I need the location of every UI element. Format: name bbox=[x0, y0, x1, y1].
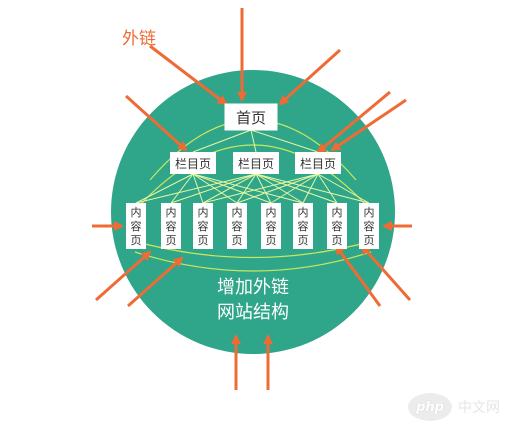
content-node-char: 内 bbox=[332, 205, 343, 219]
column-to-content-link bbox=[236, 173, 257, 204]
column-to-content-link bbox=[236, 173, 319, 204]
home-node-label: 首页 bbox=[236, 109, 266, 127]
column-to-content-link bbox=[302, 173, 319, 204]
content-node-char: 容 bbox=[364, 219, 375, 233]
column-node: 栏目页 bbox=[295, 152, 341, 174]
column-to-content-link bbox=[255, 173, 272, 204]
php-logo: php bbox=[408, 393, 452, 421]
content-node-char: 页 bbox=[266, 234, 277, 247]
content-node-char: 页 bbox=[364, 234, 375, 247]
external-link-arrow bbox=[95, 250, 152, 302]
column-to-content-link bbox=[135, 173, 194, 204]
external-link-arrow bbox=[124, 94, 188, 152]
home-to-column-link bbox=[250, 129, 257, 153]
content-node: 内容页 bbox=[193, 203, 213, 249]
content-node-char: 内 bbox=[232, 205, 243, 219]
content-node-char: 页 bbox=[131, 234, 142, 247]
content-node: 内容页 bbox=[161, 203, 181, 249]
column-to-content-link bbox=[202, 173, 257, 204]
column-to-content-link bbox=[202, 173, 319, 204]
watermark-text: 中文网 bbox=[458, 400, 500, 416]
column-to-content-link bbox=[255, 173, 338, 204]
column-node: 栏目页 bbox=[233, 152, 279, 174]
content-node-char: 内 bbox=[166, 205, 177, 219]
content-node-char: 页 bbox=[232, 234, 243, 247]
column-to-content-link bbox=[317, 173, 338, 204]
column-to-content-link bbox=[170, 173, 194, 204]
column-to-content-link bbox=[192, 173, 304, 204]
external-link-arrow bbox=[149, 44, 228, 106]
content-node: 内容页 bbox=[359, 203, 379, 249]
content-node: 内容页 bbox=[227, 203, 247, 249]
content-node-char: 页 bbox=[332, 234, 343, 247]
column-to-content-link bbox=[255, 173, 370, 204]
column-to-content-link bbox=[317, 173, 370, 204]
content-node-char: 容 bbox=[131, 219, 142, 233]
column-nodes: 栏目页 栏目页 栏目页 bbox=[170, 152, 341, 174]
content-node-char: 内 bbox=[198, 205, 209, 219]
external-link-arrow bbox=[316, 90, 391, 154]
external-link-arrow bbox=[127, 256, 184, 308]
home-node: 首页 bbox=[224, 103, 278, 131]
content-node-char: 容 bbox=[298, 219, 309, 233]
content-node-char: 内 bbox=[298, 205, 309, 219]
content-node: 内容页 bbox=[261, 203, 281, 249]
content-node-char: 页 bbox=[298, 234, 309, 247]
content-node: 内容页 bbox=[293, 203, 313, 249]
caption-line-2: 网站结构 bbox=[217, 302, 289, 323]
hierarchy-links bbox=[135, 129, 370, 204]
home-to-column-link bbox=[192, 129, 252, 153]
content-node-char: 内 bbox=[131, 205, 142, 219]
content-node: 内容页 bbox=[327, 203, 347, 249]
column-node-label: 栏目页 bbox=[175, 156, 211, 171]
content-node-char: 容 bbox=[198, 219, 209, 233]
external-link-arrow bbox=[360, 244, 412, 301]
content-node-char: 页 bbox=[166, 234, 177, 247]
external-link-arrows bbox=[92, 8, 412, 390]
external-link-arrow bbox=[278, 48, 342, 106]
home-to-column-link bbox=[250, 129, 319, 153]
column-to-content-link bbox=[170, 173, 257, 204]
column-node-label: 栏目页 bbox=[300, 156, 336, 171]
content-node: 内容页 bbox=[126, 203, 146, 249]
content-node-char: 容 bbox=[166, 219, 177, 233]
caption-line-1: 增加外链 bbox=[217, 277, 289, 298]
content-node-char: 内 bbox=[266, 205, 277, 219]
column-node-label: 栏目页 bbox=[238, 156, 274, 171]
content-node-char: 容 bbox=[232, 219, 243, 233]
content-node-char: 容 bbox=[266, 219, 277, 233]
external-link-arrow bbox=[330, 98, 407, 152]
content-node-char: 内 bbox=[364, 205, 375, 219]
column-to-content-link bbox=[255, 173, 304, 204]
column-to-content-link bbox=[270, 173, 319, 204]
php-watermark: php 中文网 bbox=[408, 388, 512, 426]
content-node-char: 页 bbox=[198, 234, 209, 247]
external-link-arrow bbox=[334, 244, 382, 307]
external-link-label: 外链 bbox=[122, 29, 156, 49]
column-to-content-link bbox=[135, 173, 257, 204]
column-to-content-link bbox=[192, 173, 272, 204]
content-node-char: 容 bbox=[332, 219, 343, 233]
column-node: 栏目页 bbox=[170, 152, 216, 174]
